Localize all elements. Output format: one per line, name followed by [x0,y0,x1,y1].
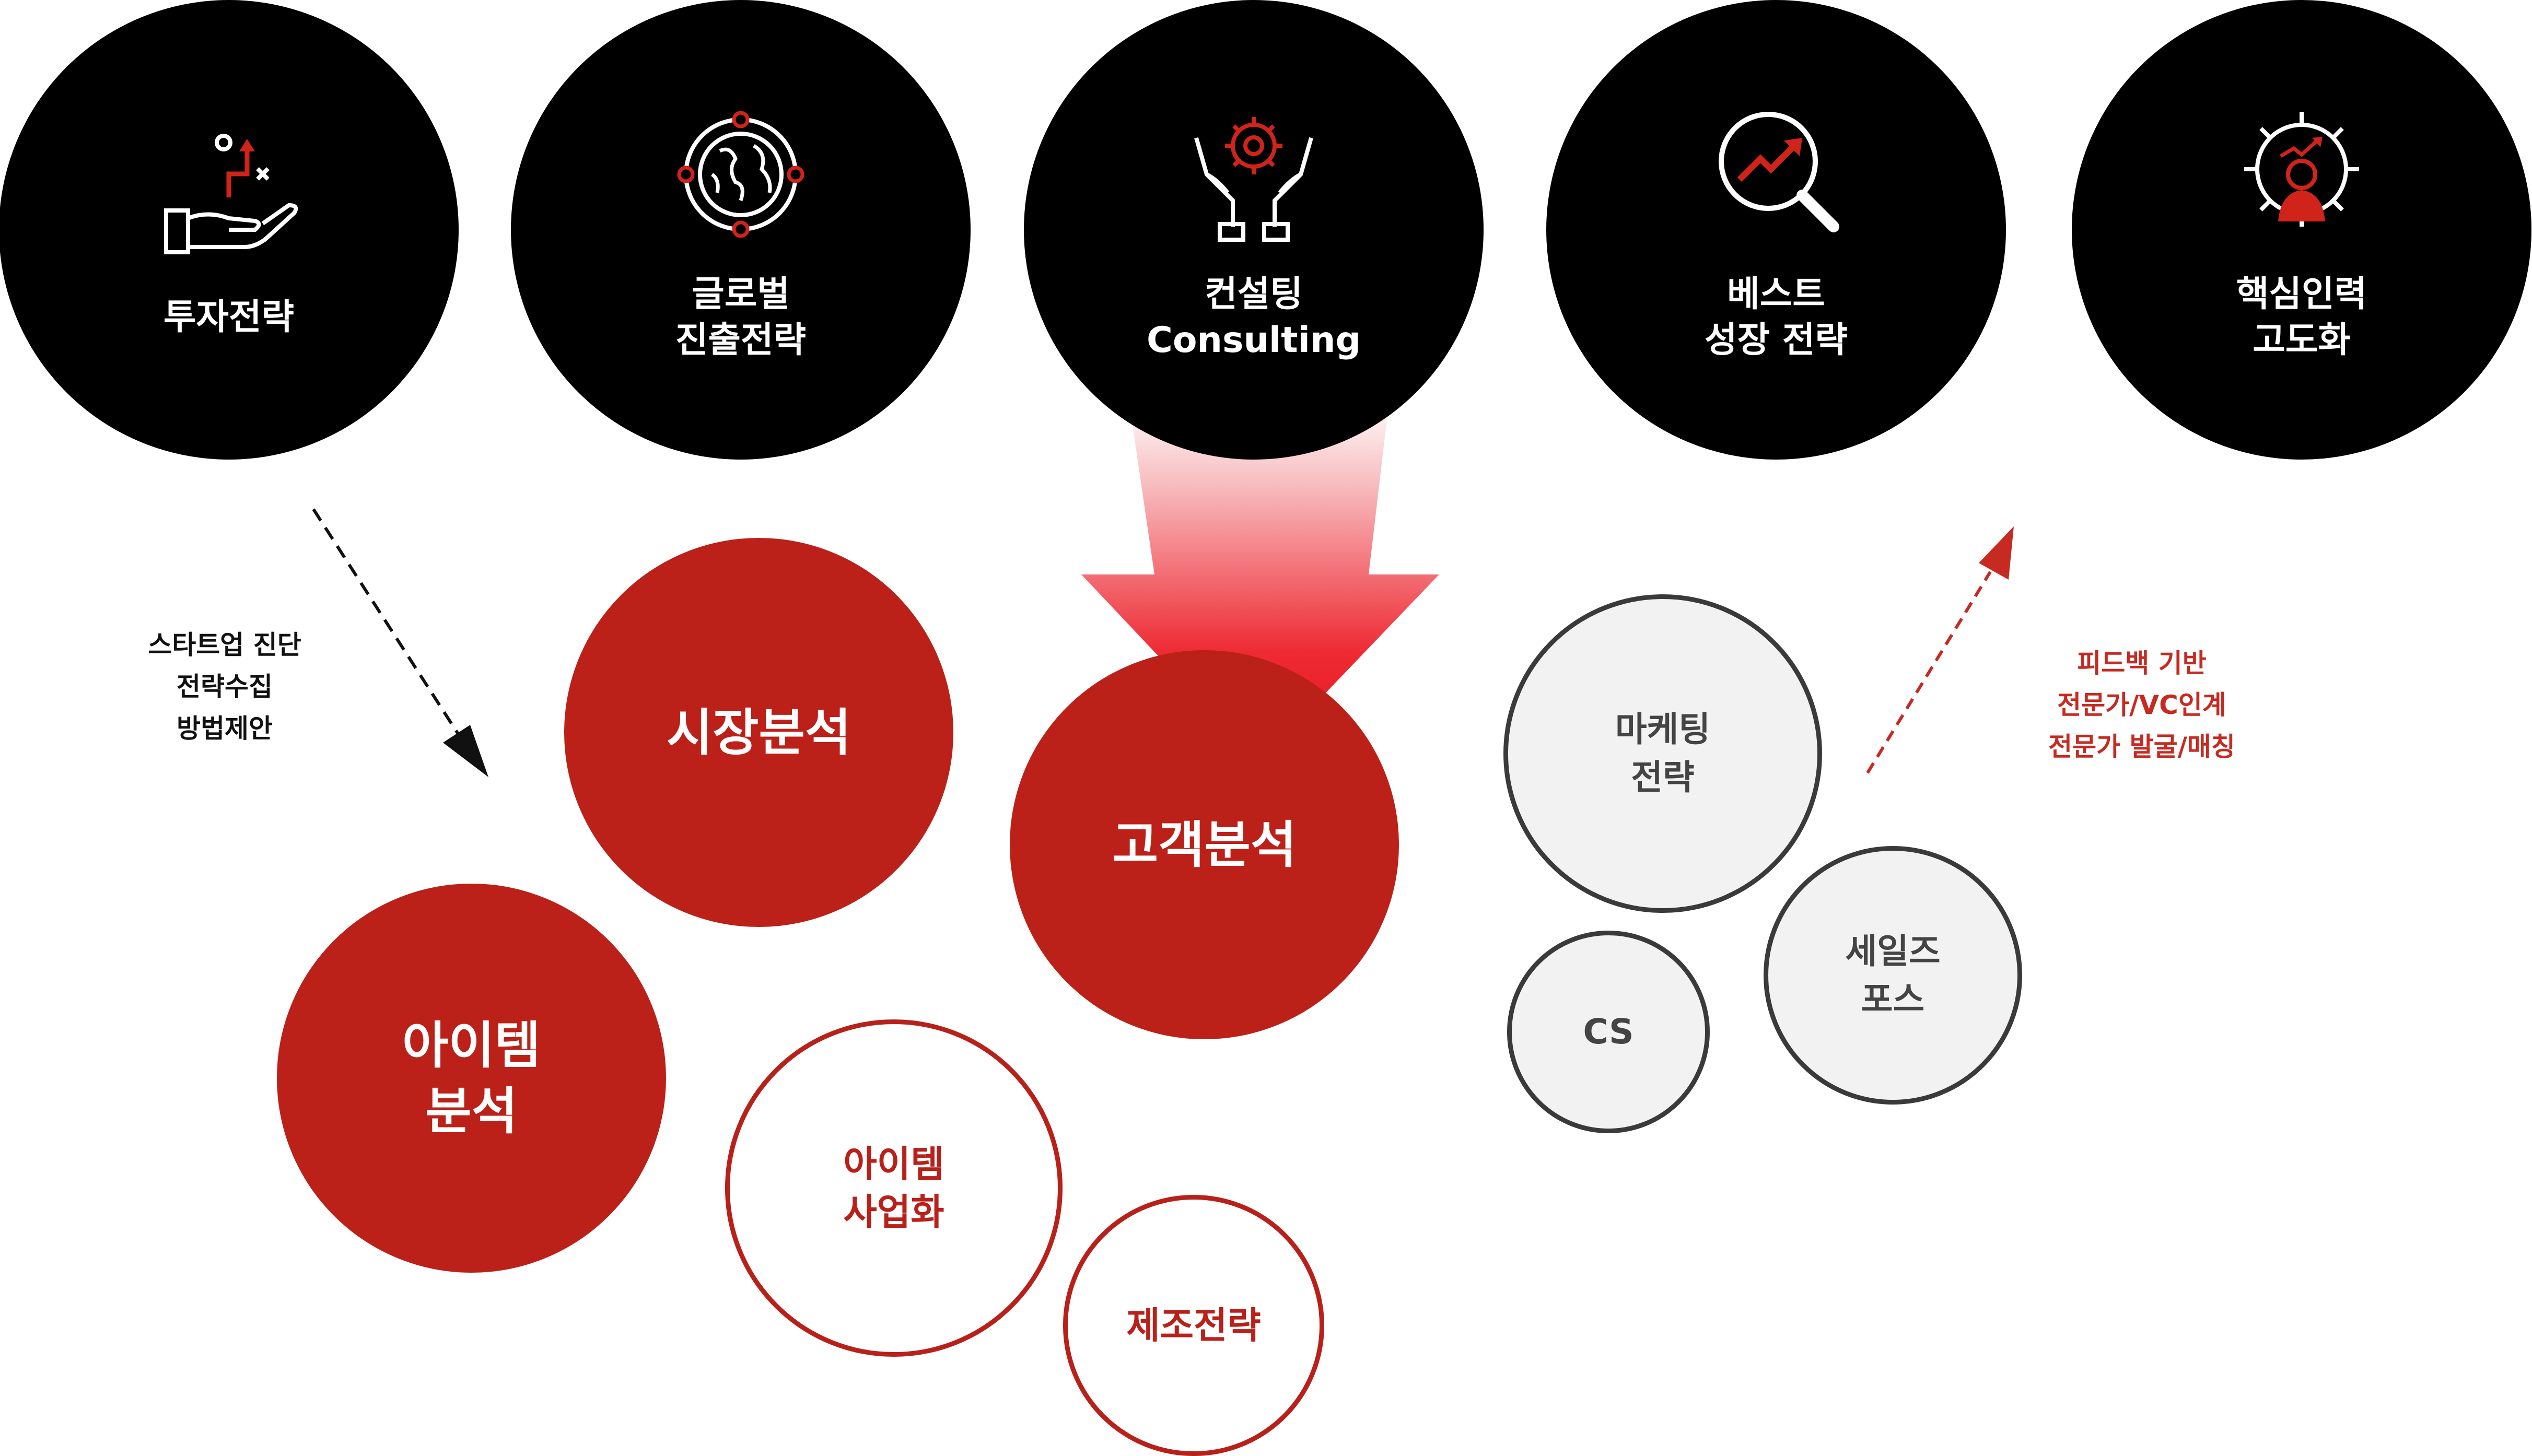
feedback-expert-note: 피드백 기반 전문가/VC인계 전문가 발굴/매칭 [1985,642,2298,768]
service-label: 핵심인력 고도화 [2236,274,2367,361]
growth-magnifier-icon [1719,112,1839,232]
service-best-growth: 베스트 성장 전략 [1546,0,2006,460]
marketing-strategy-label: 마케팅 전략 [1615,709,1711,797]
note-line: 스타트업 진단 [148,630,301,660]
gear-hands-icon [1194,117,1313,242]
marketing-strategy-circle: 마케팅 전략 [1503,594,1822,913]
note-line: 전략수집 [177,672,273,702]
market-analysis-circle: 시장분석 [564,538,953,927]
note-line: 전문가 발굴/매칭 [2048,732,2235,762]
customer-analysis-label: 고객분석 [1112,815,1297,874]
customer-analysis-circle: 고객분석 [1010,650,1399,1039]
service-label: 투자전략 [163,297,295,338]
market-analysis-label: 시장분석 [666,703,851,762]
manufacturing-strategy-label: 제조전략 [1126,1304,1261,1347]
service-label: 베스트 성장 전략 [1705,274,1848,361]
dashed-arrow-line-red [1866,571,1992,774]
big-down-arrow [1081,397,1439,762]
dashed-arrow-line-black [312,508,461,737]
dashed-arrow-head-black [443,725,488,777]
service-key-talent: 핵심인력 고도화 [2072,0,2531,460]
note-line: 피드백 기반 [2077,648,2207,678]
startup-diagnosis-note: 스타트업 진단 전략수집 방법제안 [94,624,355,749]
cs-circle: CS [1507,931,1710,1133]
item-commercialization-label: 아이템 사업화 [843,1143,944,1234]
note-line: 전문가/VC인계 [2057,690,2226,720]
salesforce-circle: 세일즈 포스 [1764,846,2022,1105]
hand-strategy-icon [164,134,298,254]
note-line: 방법제안 [177,713,273,744]
manufacturing-strategy-circle: 제조전략 [1063,1195,1324,1456]
salesforce-label: 세일즈 포스 [1845,931,1941,1019]
globe-icon [677,111,804,238]
service-label: 글로벌 진출전략 [675,274,807,361]
service-label: 컨설팅 Consulting [1146,274,1361,361]
service-investment-strategy: 투자전략 [0,0,459,460]
item-commercialization-circle: 아이템 사업화 [725,1019,1063,1357]
cs-label: CS [1583,1012,1634,1052]
service-consulting: 컨설팅 Consulting [1024,0,1484,460]
dashed-arrow-head-red [1979,526,2014,580]
gear-person-icon [2244,112,2359,227]
service-global-expansion: 글로벌 진출전략 [511,0,971,460]
item-analysis-circle: 아이템 분석 [277,884,666,1273]
item-analysis-label: 아이템 분석 [402,1016,541,1141]
